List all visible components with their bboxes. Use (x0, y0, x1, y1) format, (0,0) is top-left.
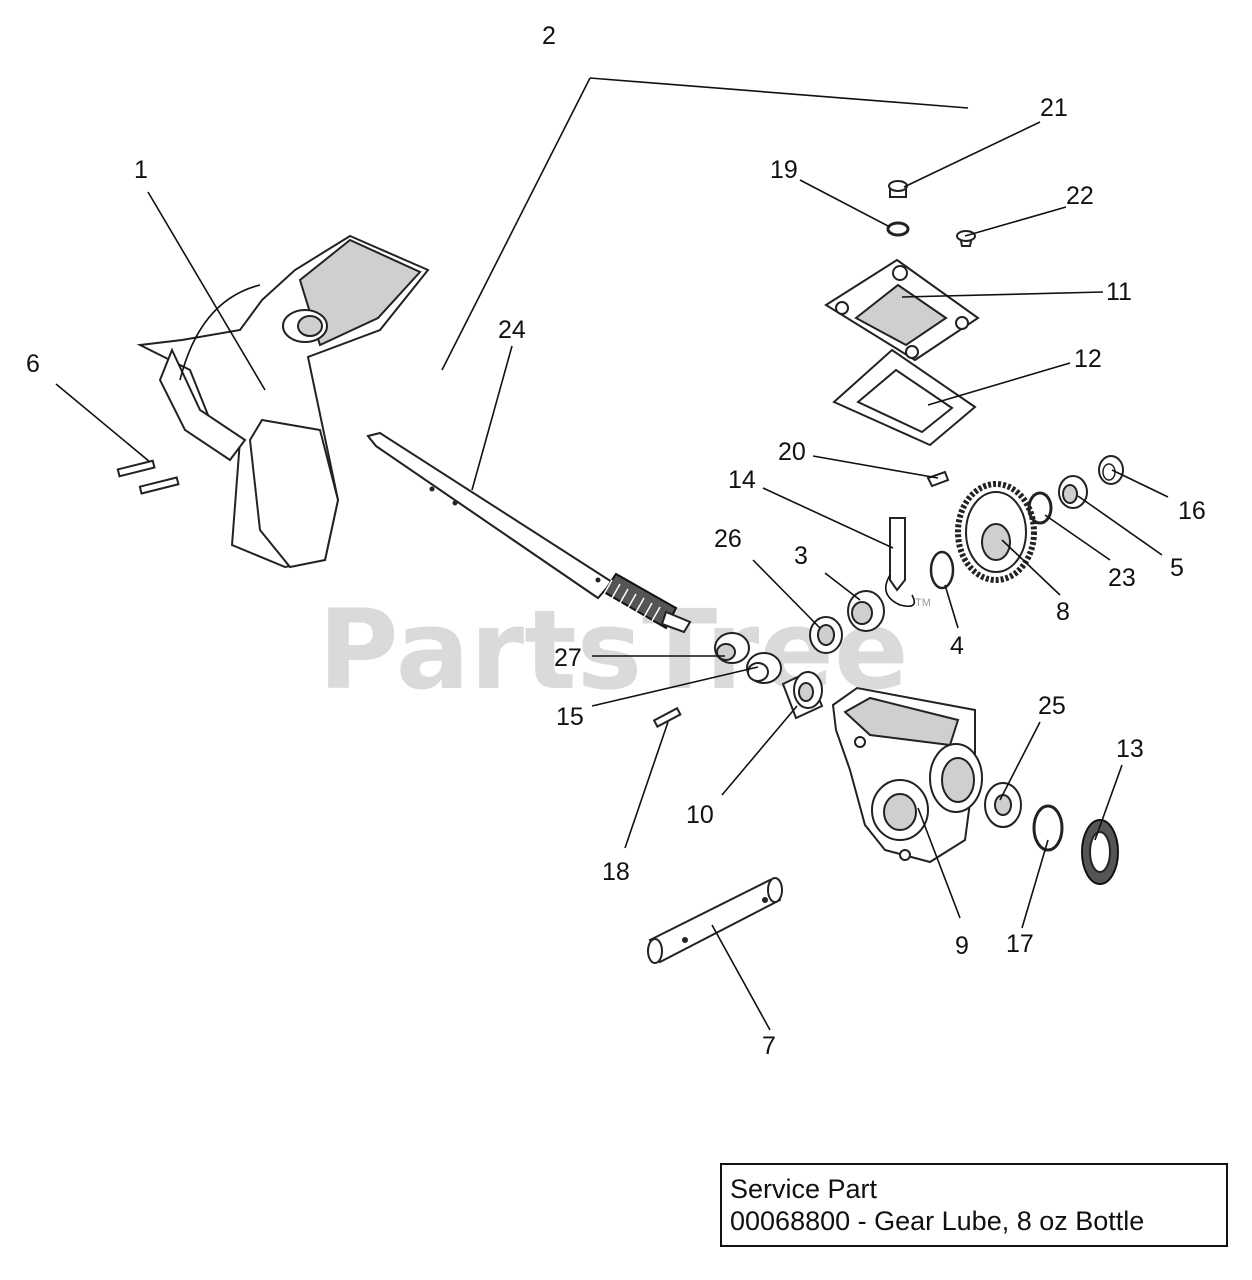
callout-10: 10 (686, 801, 714, 829)
part-5-bearing[interactable] (1058, 475, 1088, 509)
callout-20: 20 (778, 438, 806, 466)
callout-4: 4 (950, 632, 964, 660)
part-14-clip[interactable] (884, 517, 916, 608)
callout-23: 23 (1108, 564, 1136, 592)
callout-24: 24 (498, 316, 526, 344)
callout-3: 3 (794, 542, 808, 570)
part-19-washer[interactable] (886, 221, 910, 237)
part-18-pin[interactable] (652, 706, 682, 728)
part-13-seal[interactable] (1081, 819, 1119, 885)
part-10-bushing[interactable] (781, 670, 824, 720)
service-part-description: 00068800 - Gear Lube, 8 oz Bottle (730, 1206, 1145, 1236)
service-part-title: Service Part (730, 1174, 878, 1204)
callout-19: 19 (770, 156, 798, 184)
leader-lines (55, 77, 1169, 1031)
part-6-roll-pins[interactable] (116, 459, 180, 495)
part-8-worm-gear[interactable] (955, 481, 1037, 583)
callout-16: 16 (1178, 497, 1206, 525)
part-3-bearing[interactable] (847, 590, 885, 632)
callout-2: 2 (542, 22, 556, 50)
callout-26: 26 (714, 525, 742, 553)
trademark-mark: TM (915, 597, 931, 609)
callout-1: 1 (134, 156, 148, 184)
part-25-thrust-washer[interactable] (984, 782, 1022, 828)
callout-7: 7 (762, 1032, 776, 1060)
callout-8: 8 (1056, 598, 1070, 626)
part-22-screw[interactable] (956, 230, 976, 247)
part-4-retaining-ring[interactable] (929, 550, 955, 590)
callout-21: 21 (1040, 94, 1068, 122)
callout-9: 9 (955, 932, 969, 960)
callout-15: 15 (556, 703, 584, 731)
part-27-bearing[interactable] (714, 632, 750, 664)
part-12-gasket[interactable] (832, 348, 977, 447)
callout-17: 17 (1006, 930, 1034, 958)
callout-6: 6 (26, 350, 40, 378)
callout-14: 14 (728, 466, 756, 494)
callout-13: 13 (1116, 735, 1144, 763)
callout-11: 11 (1106, 278, 1132, 306)
callout-12: 12 (1074, 345, 1102, 373)
part-11-cover[interactable] (824, 258, 980, 362)
callout-22: 22 (1066, 182, 1094, 210)
part-24-worm-shaft[interactable] (366, 431, 692, 634)
service-part-box: Service Part 00068800 - Gear Lube, 8 oz … (720, 1163, 1228, 1247)
part-1-auger-housing[interactable] (136, 234, 430, 569)
part-17-retaining-ring[interactable] (1032, 804, 1064, 852)
part-20-key[interactable] (926, 470, 950, 488)
part-16-seal[interactable] (1098, 455, 1124, 485)
part-23-washer[interactable] (1027, 491, 1053, 525)
callout-18: 18 (602, 858, 630, 886)
part-9-gear-case[interactable] (831, 686, 983, 864)
part-7-cross-shaft[interactable] (647, 877, 783, 964)
callout-5: 5 (1170, 554, 1184, 582)
part-21-plug[interactable] (888, 180, 908, 198)
callout-labels: 2 21 1 19 22 11 24 6 12 20 14 16 26 3 5 … (26, 22, 1206, 1060)
callout-27: 27 (554, 644, 582, 672)
callout-25: 25 (1038, 692, 1066, 720)
